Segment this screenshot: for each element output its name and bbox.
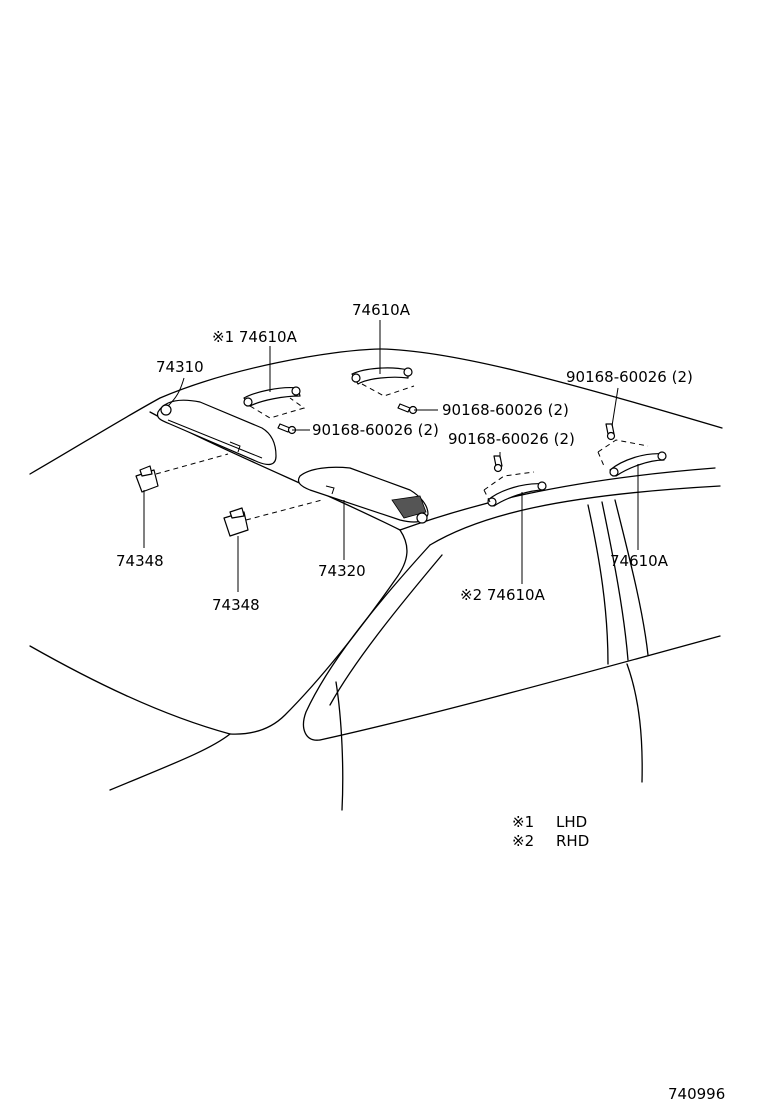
figure-id: 740996 <box>668 1085 725 1103</box>
legend-text-2: RHD <box>556 832 589 850</box>
assist-grip-rear-right <box>597 439 667 477</box>
label-visor-right: 74320 <box>318 562 366 580</box>
bolt-left <box>277 423 297 435</box>
bolt-rear-middle <box>493 455 503 473</box>
label-holder-center: 74348 <box>212 596 260 614</box>
bolt-center <box>397 403 418 415</box>
holder-left-dashed-link <box>155 453 229 475</box>
label-bolt-top-right: 90168-60026 (2) <box>566 368 693 386</box>
legend-mark-1: ※1 <box>512 813 534 831</box>
label-grip-lhd: ※1 74610A <box>212 328 298 346</box>
car-body-outline <box>29 348 723 811</box>
label-bolt-left: 90168-60026 (2) <box>312 421 439 439</box>
assist-grip-center <box>351 367 415 397</box>
bolt-top-right <box>605 423 616 441</box>
sun-visor-right <box>297 466 429 524</box>
visor-holder-left <box>135 465 159 493</box>
visor-holder-center <box>223 507 249 537</box>
holder-center-dashed-link <box>245 499 323 521</box>
label-bolt-rear-middle: 90168-60026 (2) <box>448 430 575 448</box>
legend: ※1 LHD ※2 RHD <box>512 813 589 850</box>
sun-visor-left <box>156 399 277 466</box>
label-grip-center: 74610A <box>352 301 411 319</box>
legend-mark-2: ※2 <box>512 832 534 850</box>
label-grip-rear-right: 74610A <box>610 552 669 570</box>
legend-text-1: LHD <box>556 813 587 831</box>
leader-lines <box>143 320 639 592</box>
label-bolt-center: 90168-60026 (2) <box>442 401 569 419</box>
assist-grip-rhd <box>483 471 547 507</box>
label-holder-left: 74348 <box>116 552 164 570</box>
label-visor-left: 74310 <box>156 358 204 376</box>
label-grip-rhd: ※2 74610A <box>460 586 546 604</box>
assist-grip-lhd <box>243 386 306 419</box>
